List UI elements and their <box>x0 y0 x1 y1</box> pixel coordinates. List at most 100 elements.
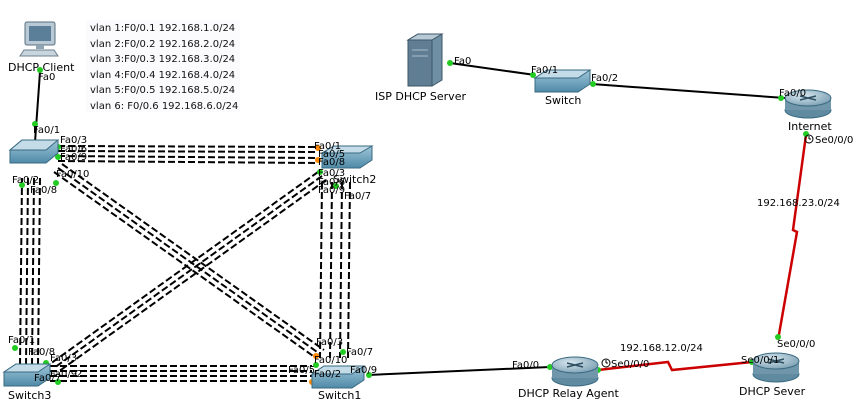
switch1-label: Switch1 <box>318 389 361 402</box>
port-label: Fa0/9 <box>350 365 377 376</box>
port-labels: Fa0 Fa0/1 Fa0/3 Fa0/6 Fa0/9 Fa0/10 Fa0/2… <box>8 56 853 384</box>
port-label: Fa0/7 <box>344 191 371 202</box>
port-label: Fa0/2 <box>591 73 618 84</box>
link-light-blocked <box>313 353 319 359</box>
trunk-sw2-sw3[interactable] <box>57 179 327 373</box>
trunk-sw2-sw1[interactable] <box>319 181 323 359</box>
switch3-icon[interactable] <box>2 363 52 387</box>
port-label: 2 <box>76 369 82 380</box>
relay-label: DHCP Relay Agent <box>518 387 620 400</box>
trunk-sw0-sw2[interactable] <box>57 155 319 159</box>
vlan-note-line: vlan 4:F0/0.4 192.168.4.0/24 <box>90 69 236 81</box>
link-light <box>12 345 18 351</box>
port-label: Fa0/8 <box>30 185 57 196</box>
port-label: Fa0/1 <box>33 125 60 136</box>
port-label: Se0/0/1 <box>741 355 779 366</box>
trunk-sw2-sw3[interactable] <box>49 171 319 365</box>
port-label: Fa0/3 <box>316 337 343 348</box>
switch-icon[interactable] <box>533 69 592 93</box>
port-label: Fa0/3 <box>60 135 87 146</box>
serial-relay-server[interactable] <box>597 360 753 372</box>
trunk-sw2-sw3[interactable] <box>53 175 323 369</box>
link-lights <box>12 60 809 385</box>
port-label: Fa0 <box>454 56 471 67</box>
link-light <box>37 67 43 73</box>
vlan-note-line: vlan 3:F0/0.3 192.168.3.0/24 <box>90 54 236 66</box>
server-icon[interactable] <box>406 33 444 87</box>
internet-label: Internet <box>788 120 832 133</box>
pc-label: DHCP Client <box>8 61 75 74</box>
relay-router-icon[interactable] <box>551 356 599 387</box>
trunk-sw0-sw2[interactable] <box>57 145 319 148</box>
vlan-note: vlan 1:F0/0.1 192.168.1.0/24 vlan 2:F0/0… <box>86 20 240 112</box>
port-label: Fa0/2 <box>314 369 341 380</box>
network-label-wan-bottom: 192.168.12.0/24 <box>620 343 703 354</box>
switch-label: Switch <box>545 94 581 107</box>
link-light <box>333 183 339 189</box>
link-switch1-relay[interactable] <box>367 366 551 376</box>
vlan-note-line: vlan 2:F0/0.2 192.168.2.0/24 <box>90 38 236 50</box>
trunk-sw0-sw1[interactable] <box>53 171 317 359</box>
dhcp-server-router-icon[interactable] <box>752 352 800 383</box>
trunk-sw0-sw1[interactable] <box>57 167 321 355</box>
vlan-note-line: vlan 6: F0/0.6 192.168.6.0/24 <box>90 100 239 112</box>
port-label: Fa0/5 <box>318 149 345 160</box>
link-light <box>55 379 61 385</box>
switch1-icon[interactable] <box>310 365 366 389</box>
trunk-sw0-sw1[interactable] <box>61 163 325 351</box>
trunk-sw0-sw3[interactable] <box>37 177 41 366</box>
link-isp-switch[interactable] <box>449 62 536 76</box>
trunk-sw2-sw1[interactable] <box>347 181 351 359</box>
link-light <box>530 72 536 78</box>
port-label: Fa0 <box>38 72 55 83</box>
link-light <box>32 121 38 127</box>
switch0-icon[interactable] <box>8 139 60 164</box>
pc-icon[interactable] <box>19 21 59 57</box>
port-label: Fa0/1 <box>314 141 341 152</box>
port-label: Se0/0/0 <box>611 359 649 370</box>
switch2-icon[interactable] <box>320 145 374 169</box>
port-label: Fa0/10 <box>314 355 347 366</box>
network-label-wan-top: 192.168.23.0/24 <box>757 198 840 209</box>
trunk-sw2-sw1[interactable] <box>339 181 343 359</box>
link-light <box>55 154 61 160</box>
link-light <box>53 180 59 186</box>
serial-internet-server[interactable] <box>776 134 808 341</box>
trunk-sw2-sw1[interactable] <box>329 181 333 359</box>
ethernet-links <box>34 62 786 376</box>
dhcp-server-label: DHCP Sever <box>739 385 806 398</box>
link-light-blocked <box>315 145 321 151</box>
vlan-note-line: vlan 5:F0/0.5 192.168.5.0/24 <box>90 85 236 97</box>
trunk-sw0-sw3[interactable] <box>19 177 23 366</box>
link-light <box>366 372 372 378</box>
link-switch-internet[interactable] <box>591 83 786 99</box>
trunk-sw0-sw3[interactable] <box>31 177 35 366</box>
link-light <box>778 95 784 101</box>
port-label: Fa0/7 <box>346 347 373 358</box>
port-label: Fa0/8 <box>318 157 345 168</box>
port-label: Se0/0/0 <box>815 135 853 146</box>
port-label: Fa0/9 <box>50 369 77 380</box>
port-label: Fa0/1 <box>8 335 35 346</box>
trunk-sw0-sw2[interactable] <box>57 160 319 164</box>
port-label: Fa0/1 <box>531 65 558 76</box>
serial-links <box>597 134 808 372</box>
port-label: Fa0/0 <box>512 360 539 371</box>
link-pc-switch0[interactable] <box>34 71 41 143</box>
trunk-sw0-sw2[interactable] <box>57 150 319 153</box>
link-light <box>317 169 323 175</box>
port-label: Fa0/10 <box>56 169 89 180</box>
internet-router-icon[interactable] <box>784 89 832 119</box>
vlan-note-line: vlan 1:F0/0.1 192.168.1.0/24 <box>90 23 236 34</box>
port-label: Se0/0/0 <box>777 339 815 350</box>
port-label: Fa0/9 <box>318 185 345 196</box>
link-light <box>590 81 596 87</box>
clock-icon <box>601 134 814 368</box>
link-light <box>340 349 346 355</box>
switch3-label: Switch3 <box>8 389 51 402</box>
trunk-links <box>19 145 351 382</box>
trunk-sw0-sw3[interactable] <box>25 177 29 366</box>
link-light-blocked <box>315 157 321 163</box>
